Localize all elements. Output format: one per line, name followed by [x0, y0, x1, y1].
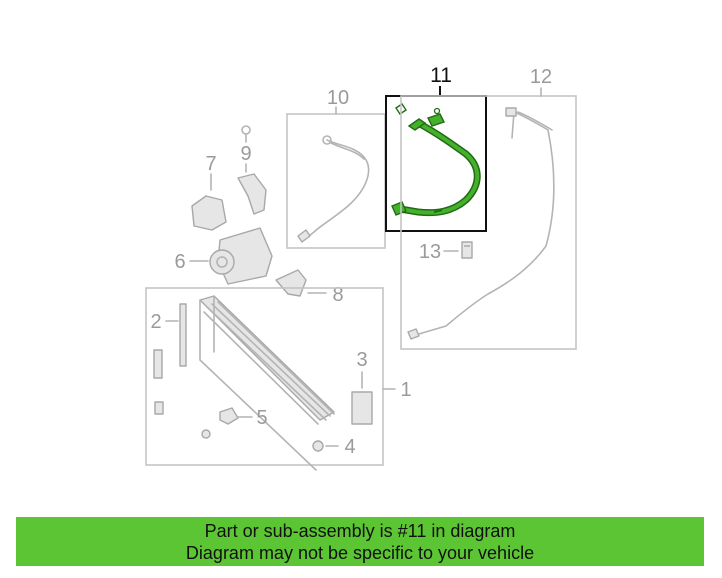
part-11-fitting-upper	[407, 118, 427, 131]
part-1-condenser-fins	[203, 301, 335, 425]
part-11-group[interactable]: 11	[385, 64, 487, 232]
part-12-line	[411, 111, 555, 337]
part-10-group: 10	[286, 87, 386, 249]
part-3-group: 3	[351, 349, 373, 425]
part-11-nut	[433, 107, 441, 115]
part-7-bracket	[191, 195, 227, 231]
part-5-group: 5	[201, 407, 268, 439]
notice-line-1: Part or sub-assembly is #11 in diagram	[204, 521, 516, 541]
part-2-dryer-cap	[153, 349, 163, 379]
part-9-bracket	[237, 173, 267, 215]
part-9-bolt	[241, 125, 251, 135]
part-11-fitting-lower	[391, 201, 407, 216]
part-2-dryer	[179, 303, 187, 367]
part-11-clip	[433, 209, 443, 213]
part-9-group: 9	[237, 125, 267, 215]
part-4-bolt	[312, 440, 324, 452]
callout-11[interactable]: 11	[430, 64, 452, 87]
part-11-bracket	[427, 113, 445, 127]
callout-12[interactable]: 12	[530, 66, 552, 88]
part-11-oring	[395, 103, 407, 115]
notice-banner: Part or sub-assembly is #11 in diagram D…	[16, 517, 704, 566]
callout-3[interactable]: 3	[356, 349, 367, 371]
part-1-box	[145, 287, 384, 466]
part-6-pulley-hub	[216, 256, 228, 268]
part-10-fitting-bottom	[297, 229, 311, 243]
part-3-desiccant-bag	[351, 391, 373, 425]
part-4-group: 4	[312, 436, 356, 458]
part-12-fitting-top	[505, 107, 517, 117]
callout-13[interactable]: 13	[419, 241, 441, 263]
part-13-group: 13	[419, 241, 473, 263]
callout-2[interactable]: 2	[150, 311, 161, 333]
part-12-group: 12	[400, 66, 577, 350]
part-2-group: 2	[150, 303, 187, 415]
notice-line-2: Diagram may not be specific to your vehi…	[185, 543, 535, 563]
part-8-bracket	[275, 269, 307, 297]
part-1-condenser-frame	[199, 295, 317, 471]
callout-4[interactable]: 4	[344, 436, 355, 458]
part-10-fitting-top	[322, 135, 332, 145]
part-5-bolt	[201, 429, 211, 439]
part-12-box	[400, 95, 577, 350]
callout-6[interactable]: 6	[174, 251, 185, 273]
part-10-hose-edge	[330, 142, 365, 160]
callout-1[interactable]: 1	[400, 379, 411, 401]
callout-10[interactable]: 10	[327, 87, 349, 109]
callout-5[interactable]: 5	[256, 407, 267, 429]
callout-9[interactable]: 9	[240, 143, 251, 165]
part-5-bracket	[219, 407, 239, 425]
part-7-group: 7	[191, 153, 227, 231]
part-13-clip	[461, 241, 473, 259]
part-10-hose	[303, 139, 370, 241]
part-6-pulley	[209, 249, 235, 275]
part-10-box	[286, 113, 386, 249]
callout-8[interactable]: 8	[332, 284, 343, 306]
callout-7[interactable]: 7	[205, 153, 216, 175]
part-6-group: 6	[174, 227, 273, 285]
part-1-group: 1	[145, 287, 412, 471]
part-2-plug	[154, 401, 164, 415]
part-12-line-edge	[517, 111, 553, 131]
part-11-hose	[398, 122, 480, 215]
part-12-fitting-bottom	[407, 328, 420, 340]
